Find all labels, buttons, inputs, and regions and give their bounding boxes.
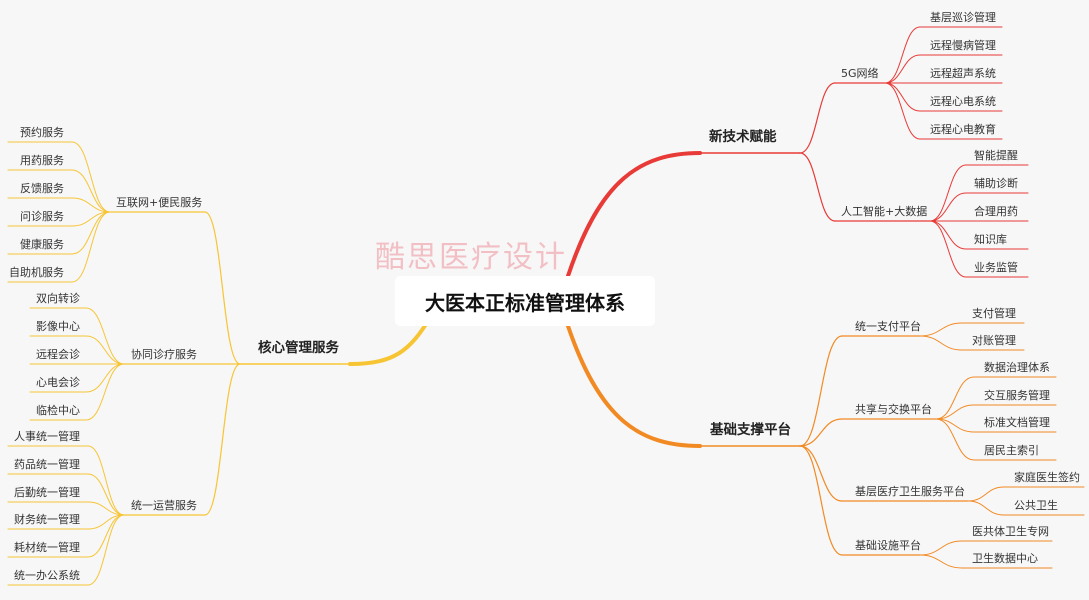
- leaf-5g-2: 远程超声系统: [930, 67, 996, 80]
- leaf-5g-1: 远程慢病管理: [930, 39, 996, 52]
- leaf-share-1: 交互服务管理: [984, 389, 1050, 402]
- group-ai-bigdata: 人工智能+大数据: [841, 205, 928, 218]
- leaf-internet-2: 反馈服务: [20, 182, 64, 195]
- leaf-ai-1: 辅助诊断: [974, 177, 1018, 190]
- group-5g-network: 5G网络: [841, 67, 879, 80]
- leaf-connector: [929, 164, 967, 222]
- leaf-internet-5: 自助机服务: [9, 266, 64, 279]
- leaf-share-3: 居民主索引: [984, 444, 1039, 457]
- group-primary-care: 基层医疗卫生服务平台: [855, 485, 965, 498]
- leaf-ai-4: 业务监管: [974, 261, 1018, 274]
- leaf-ai-3: 知识库: [974, 233, 1007, 246]
- leaf-internet-0: 预约服务: [20, 126, 64, 139]
- leaf-5g-0: 基层巡诊管理: [930, 11, 996, 24]
- leaf-connector: [87, 501, 125, 516]
- leaf-facility-1: 卫生数据中心: [972, 552, 1038, 565]
- new-tech-group-connector: [799, 82, 836, 154]
- leaf-primary-1: 公共卫生: [1014, 499, 1058, 512]
- leaf-connector: [884, 26, 921, 84]
- leaf-share-2: 标准文档管理: [984, 416, 1050, 429]
- leaf-connector: [884, 54, 921, 84]
- leaf-connector: [85, 335, 125, 365]
- leaf-collab-2: 远程会诊: [36, 348, 80, 361]
- leaf-connector: [919, 335, 963, 351]
- root-to-new-tech-connector: [566, 151, 702, 278]
- leaf-connector: [929, 192, 967, 222]
- leaf-collab-3: 心电会诊: [36, 376, 80, 389]
- leaf-primary-0: 家庭医生签约: [1014, 471, 1080, 484]
- leaf-ops-4: 耗材统一管理: [14, 541, 80, 554]
- leaf-connector: [71, 197, 111, 213]
- new-tech-group-connector: [799, 152, 836, 222]
- root-to-core-connector: [348, 316, 432, 366]
- leaf-share-0: 数据治理体系: [984, 361, 1050, 374]
- leaf-pay-1: 对账管理: [972, 334, 1016, 347]
- leaf-connector: [85, 363, 125, 393]
- root-to-infrastructure-connector: [566, 324, 702, 448]
- leaf-connector: [85, 363, 125, 421]
- leaf-ops-0: 人事统一管理: [14, 430, 80, 443]
- core-group-connector: [204, 363, 241, 516]
- leaf-connector: [967, 486, 1005, 502]
- group-unified-payment: 统一支付平台: [855, 320, 921, 333]
- leaf-connector: [71, 169, 111, 213]
- leaf-collab-1: 影像中心: [36, 320, 80, 333]
- leaf-collab-4: 临检中心: [36, 404, 80, 417]
- leaf-ops-1: 药品统一管理: [14, 458, 80, 471]
- branch-new-tech: 新技术赋能: [709, 129, 777, 145]
- leaf-connector: [87, 445, 125, 516]
- group-internet-convenience: 互联网+便民服务: [116, 196, 203, 209]
- leaf-connector: [87, 514, 125, 586]
- leaf-collab-0: 双向转诊: [36, 292, 80, 305]
- root-node: 大医本正标准管理体系: [395, 276, 655, 326]
- group-sharing-exchange: 共享与交换平台: [855, 403, 932, 416]
- core-group-connector: [204, 211, 241, 365]
- leaf-connector: [935, 404, 975, 420]
- infra-group-connector: [799, 418, 843, 447]
- leaf-ai-2: 合理用药: [974, 205, 1018, 218]
- leaf-internet-4: 健康服务: [20, 238, 64, 251]
- leaf-pay-0: 支付管理: [972, 307, 1016, 320]
- group-collaborative-care: 协同诊疗服务: [131, 348, 197, 361]
- leaf-connector: [929, 220, 967, 278]
- leaf-ops-2: 后勤统一管理: [14, 486, 80, 499]
- leaf-connector: [87, 473, 125, 516]
- leaf-ai-0: 智能提醒: [974, 149, 1018, 162]
- leaf-internet-1: 用药服务: [20, 154, 64, 167]
- leaf-connector: [935, 418, 975, 461]
- infra-group-connector: [799, 445, 843, 556]
- leaf-connector: [967, 500, 1005, 516]
- leaf-connector: [884, 82, 921, 140]
- leaf-connector: [929, 220, 967, 250]
- group-unified-operation: 统一运营服务: [131, 499, 197, 512]
- leaf-connector: [919, 554, 963, 569]
- leaf-ops-3: 财务统一管理: [14, 513, 80, 526]
- infra-group-connector: [799, 445, 843, 502]
- branch-infrastructure: 基础支撑平台: [710, 422, 791, 438]
- leaf-5g-4: 远程心电教育: [930, 123, 996, 136]
- leaf-facility-0: 医共体卫生专网: [972, 525, 1049, 538]
- leaf-connector: [71, 141, 111, 213]
- leaf-connector: [919, 322, 963, 337]
- leaf-connector: [935, 376, 975, 420]
- branch-core: 核心管理服务: [258, 340, 339, 356]
- leaf-ops-5: 统一办公系统: [14, 569, 80, 582]
- infra-group-connector: [799, 335, 843, 447]
- leaf-connector: [884, 82, 921, 112]
- leaf-5g-3: 远程心电系统: [930, 95, 996, 108]
- leaf-connector: [85, 307, 125, 365]
- leaf-connector: [71, 211, 111, 283]
- leaf-internet-3: 问诊服务: [20, 210, 64, 223]
- group-infra-facility: 基础设施平台: [855, 539, 921, 552]
- watermark-text: 酷思医疗设计: [375, 240, 567, 275]
- leaf-connector: [919, 540, 963, 556]
